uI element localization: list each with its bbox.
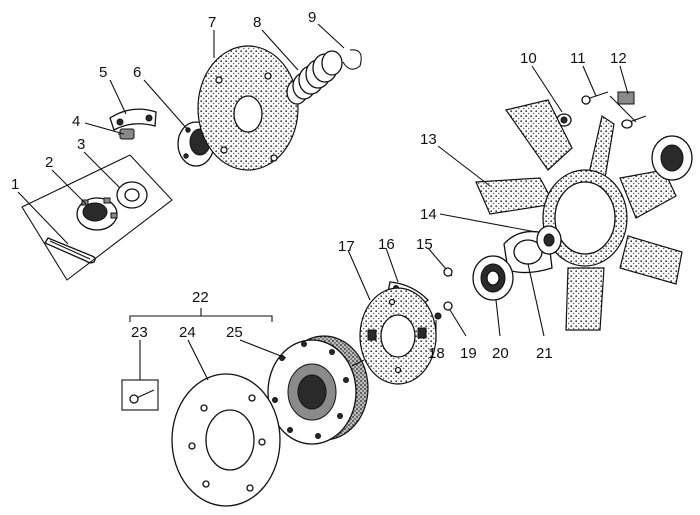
callout-17: 17 xyxy=(338,238,355,255)
callout-10: 10 xyxy=(520,50,537,67)
callout-1: 1 xyxy=(11,176,19,193)
pulley-housing-part xyxy=(267,335,369,445)
callout-3: 3 xyxy=(77,136,85,153)
callout-4: 4 xyxy=(72,113,80,130)
callout-2: 2 xyxy=(45,154,53,171)
callout-13: 13 xyxy=(420,131,437,148)
callout-18: 18 xyxy=(428,345,445,362)
callout-25: 25 xyxy=(226,324,243,341)
callout-21: 21 xyxy=(536,345,553,362)
bolt-part-18 xyxy=(434,312,442,320)
lock-plate-part-5 xyxy=(109,108,157,131)
callout-labels: 1 2 3 4 5 6 7 8 9 10 11 12 13 14 15 16 1… xyxy=(11,9,627,362)
callout-20: 20 xyxy=(492,345,509,362)
spacer-ring-part xyxy=(503,225,562,274)
bolt-part-15 xyxy=(439,261,453,277)
friction-disc-part xyxy=(359,287,437,385)
callout-9: 9 xyxy=(308,9,316,26)
spring-part xyxy=(286,50,343,105)
callout-22: 22 xyxy=(192,289,209,306)
callout-23: 23 xyxy=(131,324,148,341)
fan-assembly xyxy=(475,99,693,331)
callout-15: 15 xyxy=(416,236,433,253)
bolt-part-23 xyxy=(121,379,159,411)
callout-14: 14 xyxy=(420,206,437,223)
group-bracket-1-3 xyxy=(21,154,173,281)
drive-plate-part xyxy=(197,45,299,171)
group-bracket-22 xyxy=(129,308,273,322)
callout-11: 11 xyxy=(570,50,586,67)
callout-5: 5 xyxy=(99,64,107,81)
bolt-part-19 xyxy=(443,301,453,311)
washer-part xyxy=(116,181,148,209)
cotter-pin-part xyxy=(44,237,96,264)
callout-19: 19 xyxy=(460,345,477,362)
bolt-part-4 xyxy=(117,128,135,140)
callout-24: 24 xyxy=(179,324,196,341)
callout-16: 16 xyxy=(378,236,395,253)
callout-12: 12 xyxy=(610,50,627,67)
callout-7: 7 xyxy=(208,14,216,31)
callout-6: 6 xyxy=(133,64,141,81)
snap-ring-part xyxy=(342,49,362,70)
bearing-part-20 xyxy=(472,255,514,301)
callout-8: 8 xyxy=(253,14,261,31)
castle-nut-part xyxy=(76,197,118,231)
leader-lines xyxy=(17,23,629,381)
bolt-part-12 xyxy=(609,91,647,129)
flange-plate-part xyxy=(171,373,281,507)
